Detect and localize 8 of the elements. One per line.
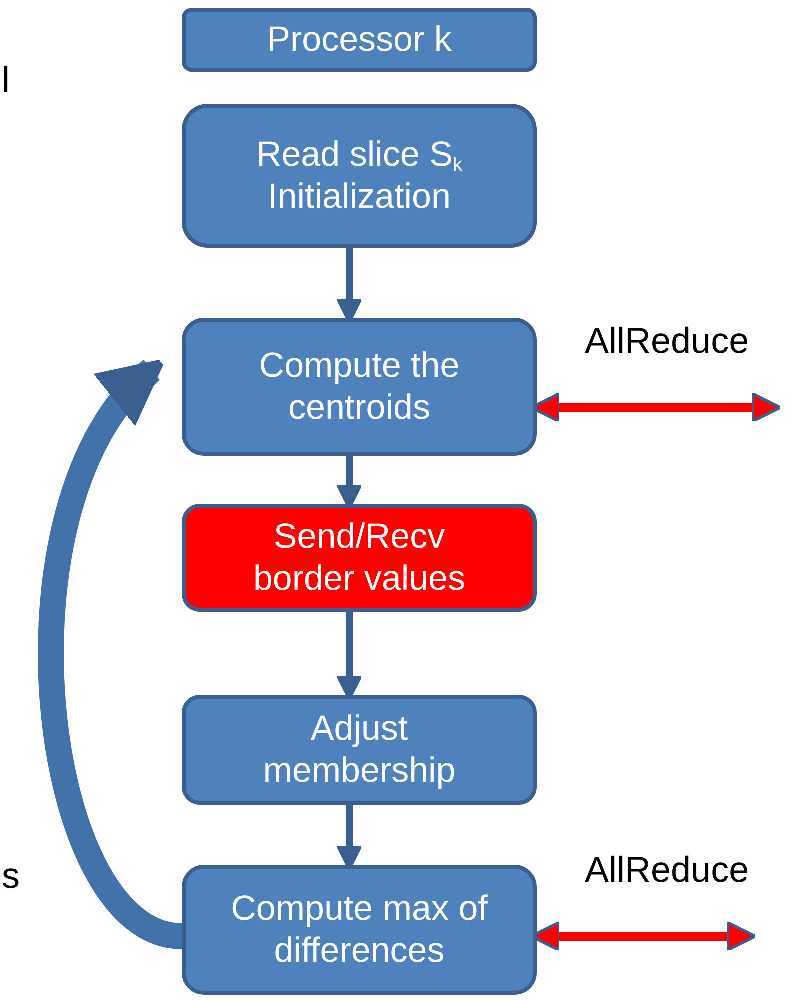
process-box: Send/Recv border values bbox=[182, 504, 537, 612]
process-box: Processor k bbox=[182, 8, 537, 72]
process-box: Compute the centroids bbox=[182, 318, 537, 456]
process-box: Read slice S$_{k}$ Initialization bbox=[182, 104, 537, 248]
process-box: Compute max of differences bbox=[182, 865, 537, 995]
text-label: l bbox=[2, 62, 10, 98]
text-label: s bbox=[2, 858, 20, 894]
process-box: Adjust membership bbox=[182, 695, 537, 805]
